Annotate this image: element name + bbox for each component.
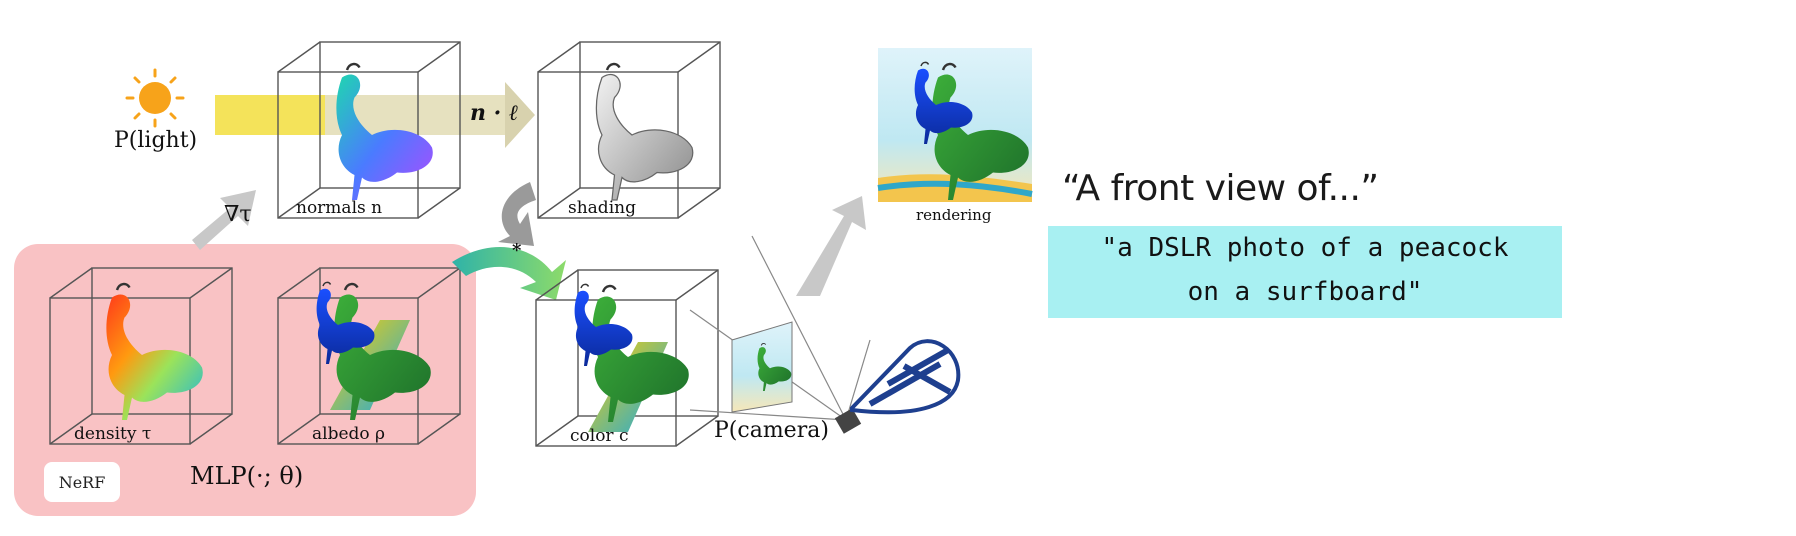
- text-prompt-line-1: "a DSLR photo of a peacock: [1048, 226, 1562, 270]
- shading-cube: [538, 42, 720, 218]
- camera-label: P(camera): [714, 418, 829, 443]
- nerf-tag: NeRF: [44, 462, 120, 502]
- camera-icon: [835, 341, 959, 434]
- shading-to-color-arrow: [498, 182, 536, 246]
- sun-icon: [127, 70, 183, 126]
- grad-tau-label: ∇τ: [224, 202, 252, 227]
- albedo-label: albedo ρ: [312, 424, 385, 444]
- shading-label: shading: [568, 198, 636, 218]
- multiply-symbol: *: [512, 240, 521, 261]
- to-rendering-arrow: [796, 196, 866, 296]
- text-prompt-box: "a DSLR photo of a peacock on a surfboar…: [1048, 226, 1562, 318]
- rendering-label: rendering: [916, 206, 991, 224]
- light-label: P(light): [114, 128, 197, 153]
- n-dot-l-label: n · ℓ: [470, 100, 518, 126]
- view-prompt: “A front view of...”: [1062, 168, 1379, 209]
- text-prompt-line-2: on a surfboard": [1048, 270, 1562, 314]
- normals-label: normals n: [296, 198, 382, 218]
- image-plane: [732, 322, 792, 412]
- rendering-image: [878, 48, 1032, 202]
- color-peacock: [575, 284, 689, 432]
- color-label: color c: [570, 426, 628, 446]
- density-label: density τ: [74, 424, 151, 444]
- mlp-label: MLP(·; θ): [190, 462, 303, 490]
